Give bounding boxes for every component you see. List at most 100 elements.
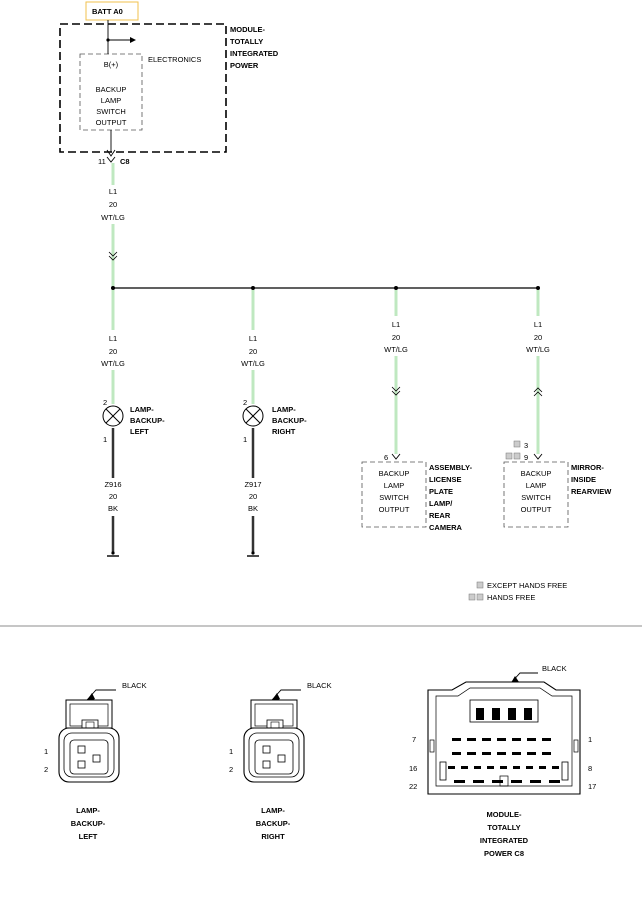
connector-lamp-right: BLACK 1 2 LAMP- BACKUP- RIGHT [229,681,332,841]
lamp-left-name-2: BACKUP- [130,416,165,425]
cavity-row-3-1 [448,766,455,769]
mirror-box-line-4: OUTPUT [521,505,552,514]
module-pin-label: B(+) [104,60,119,69]
mirror-name-2: INSIDE [571,475,596,484]
connector-module-pin-7: 7 [412,735,416,744]
branch-4-circuit: L1 [534,320,542,329]
connector-key-icon [499,775,509,787]
connector-left-name-3: LEFT [79,832,98,841]
branch-4-gauge: 20 [534,333,542,342]
electronics-label: ELECTRONICS [148,55,201,64]
connector-right-color: BLACK [307,681,332,690]
module-connector-c8: 11 C8 [98,156,130,166]
license-box-line-3: SWITCH [379,493,409,502]
connector-module-name-1: MODULE- [487,810,522,819]
connector-right-pin-1: 1 [229,747,233,756]
connector-module-name-4: POWER C8 [484,849,524,858]
lamp-right-ground-gauge: 20 [249,492,257,501]
batt-label: BATT A0 [92,7,123,16]
branch-mirror: L1 20 WT/LG 3 9 BACKUP LAMP SWITCH OUTPU… [503,290,612,528]
module-totally-integrated-power: ELECTRONICS B(+) BACKUP LAMP SWITCH OUTP… [59,20,279,157]
license-name-6: CAMERA [429,523,462,532]
connector-module-pin-1: 1 [588,735,592,744]
lamp-right-ground-color: BK [248,504,258,513]
cavity-row-3-9 [552,766,559,769]
module-output-line-4: OUTPUT [96,118,127,127]
license-name-2: LICENSE [429,475,462,484]
lamp-left-ground-circuit: Z916 [104,480,121,489]
branch-1-circuit: L1 [109,334,117,343]
main-wire-circuit: L1 [109,187,117,196]
lamp-left-name-1: LAMP- [130,405,154,414]
main-wire-gauge: 20 [109,200,117,209]
module-name-line-1: MODULE- [230,25,265,34]
cavity-row-3-8 [539,766,546,769]
lamp-left-bulb-icon [102,405,124,427]
main-wire-color: WT/LG [101,213,125,222]
module-name-line-4: POWER [230,61,259,70]
connector-right-housing-icon [243,699,305,783]
ground-right-icon [247,551,259,557]
module-output-line-2: LAMP [101,96,121,105]
batt-label-box: BATT A0 [85,1,139,21]
branch-1-color: WT/LG [101,359,125,368]
cavity-row-4-2 [473,780,484,783]
module-output-line-3: SWITCH [96,107,126,116]
lamp-left-name-3: LEFT [130,427,149,436]
cavity-row-1-3 [482,738,491,741]
connector-module-c8: BLACK 7 1 16 8 22 17 MODULE- TOTALLY INT… [409,664,596,858]
connector-module-pin-22: 22 [409,782,417,791]
connector-lamp-left: BLACK 1 2 LAMP- BACKUP- LEFT [44,681,147,841]
branch-3-gauge: 20 [392,333,400,342]
license-box-line-1: BACKUP [379,469,410,478]
license-name-3: PLATE [429,487,453,496]
cavity-row-3-4 [487,766,494,769]
connector-module-name-2: TOTALLY [487,823,520,832]
legend-hands-free-icon [468,593,484,601]
cavity-row-1-4 [497,738,506,741]
license-name-4: LAMP/ [429,499,453,508]
lamp-right-bulb-icon [242,405,264,427]
branch-license-assembly: L1 20 WT/LG 6 BACKUP LAMP SWITCH OUTPUT … [361,290,473,532]
cavity-row-1-5 [512,738,521,741]
module-connector-name: C8 [120,157,130,166]
license-name-1: ASSEMBLY- [429,463,473,472]
lamp-right-pin-top: 2 [243,398,247,407]
legend-except-hands-free: EXCEPT HANDS FREE [487,581,567,590]
lamp-right-name-1: LAMP- [272,405,296,414]
branch-2-color: WT/LG [241,359,265,368]
hands-free-mark-icon [505,452,521,460]
legend: EXCEPT HANDS FREE HANDS FREE [468,581,567,602]
cavity-row-1-2 [467,738,476,741]
cavity-row-3-2 [461,766,468,769]
cavity-row-3-6 [513,766,520,769]
cavity-row-4-6 [549,780,560,783]
connector-left-name-2: BACKUP- [71,819,106,828]
lamp-left-ground-gauge: 20 [109,492,117,501]
module-connector-pin: 11 [98,157,106,166]
branch-1-gauge: 20 [109,347,117,356]
cavity-row-2-7 [542,752,551,755]
connector-module-name-3: INTEGRATED [480,836,529,845]
module-name-line-3: INTEGRATED [230,49,279,58]
connector-left-pin-1: 1 [44,747,48,756]
cavity-row-3-7 [526,766,533,769]
branch-right-lamp: L1 20 WT/LG 2 1 LAMP- BACKUP- RIGHT Z917… [241,290,307,557]
legend-except-icon [476,581,484,589]
license-pin: 6 [384,453,388,462]
mirror-pin-except: 3 [524,441,528,450]
cavity-row-4-3 [492,780,503,783]
cavity-row-2-6 [527,752,536,755]
branch-left-lamp: L1 20 WT/LG 2 1 LAMP- BACKUP- LEFT Z916 … [101,290,165,557]
cavity-row-2-4 [497,752,506,755]
mirror-name-3: REARVIEW [571,487,612,496]
branch-3-circuit: L1 [392,320,400,329]
branch-2-gauge: 20 [249,347,257,356]
connector-module-pin-8: 8 [588,764,592,773]
connector-right-name-3: RIGHT [261,832,285,841]
connector-module-pin-16: 16 [409,764,417,773]
cavity-row-4-5 [530,780,541,783]
mirror-name-1: MIRROR- [571,463,604,472]
license-name-5: REAR [429,511,451,520]
